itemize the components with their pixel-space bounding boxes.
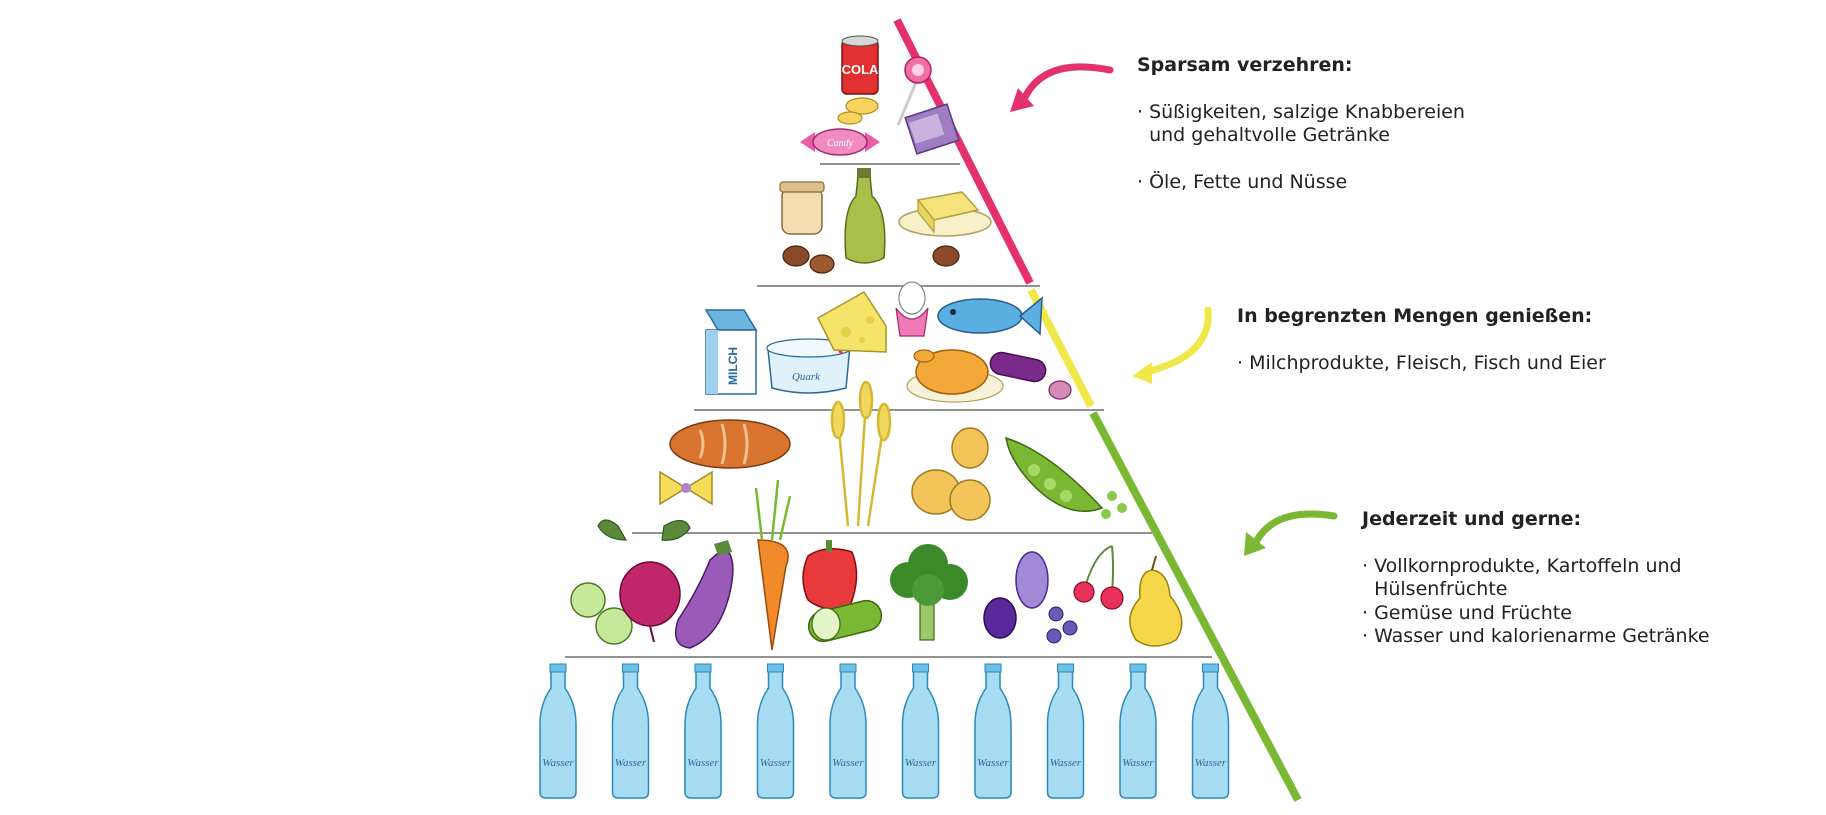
- candy-icon: Candy: [800, 128, 880, 156]
- jar-icon: [779, 181, 825, 235]
- item-sparsam-3: · Öle, Fette und Nüsse: [1137, 170, 1348, 193]
- water-bottle-label: Wasser: [832, 757, 864, 769]
- cucumber-icon: [807, 599, 883, 643]
- potatoes-icon: [911, 427, 991, 521]
- quark-label: Quark: [792, 371, 821, 383]
- item-sparsam-1: · Süßigkeiten, salzige Knabbereien: [1137, 100, 1465, 123]
- tier-1-sweets: COLA Candy: [800, 35, 960, 156]
- tier-5-vegetables-fruits: [570, 479, 1183, 651]
- item-jederzeit-1: · Vollkornprodukte, Kartoffeln und: [1362, 554, 1682, 577]
- beetroot-icon: [597, 519, 691, 643]
- plums-icon: [983, 551, 1049, 639]
- water-bottle-label: Wasser: [1122, 757, 1154, 769]
- blueberries-icon: [1046, 606, 1078, 644]
- cola-label: COLA: [842, 62, 879, 77]
- chicken-icon: [906, 349, 1004, 403]
- cola-can-icon: COLA: [841, 35, 879, 95]
- water-bottle-label: Wasser: [905, 757, 937, 769]
- fish-icon: [937, 296, 1043, 336]
- water-bottle-icon: Wasser: [684, 663, 722, 799]
- water-bottle-icon: Wasser: [539, 663, 577, 799]
- water-bottle-label: Wasser: [977, 757, 1009, 769]
- water-bottle-icon: Wasser: [611, 663, 650, 799]
- milk-label: MILCH: [726, 347, 740, 385]
- water-bottle-label: Wasser: [1195, 757, 1227, 769]
- edge-jederzeit: [1089, 411, 1302, 802]
- water-bottle-icon: Wasser: [1119, 663, 1157, 799]
- eggplant-icon: [675, 540, 734, 649]
- group-sparsam: Sparsam verzehren: · Süßigkeiten, salzig…: [1137, 54, 1465, 194]
- heading-begrenzt: In begrenzten Mengen genießen:: [1237, 305, 1593, 327]
- carrot-icon: [754, 479, 792, 651]
- pasta-icon: [659, 470, 713, 506]
- brussels-sprouts-icon: [570, 582, 633, 645]
- arrow-jederzeit-head: [1244, 532, 1266, 556]
- water-bottle-icon: Wasser: [829, 663, 867, 799]
- heading-sparsam: Sparsam verzehren:: [1137, 54, 1353, 76]
- heading-jederzeit: Jederzeit und gerne:: [1362, 508, 1582, 530]
- cheese-icon: [817, 290, 887, 353]
- wheat-icon: [830, 380, 892, 527]
- pepper-icon: [802, 540, 858, 610]
- water-bottle-icon: Wasser: [901, 663, 940, 799]
- arrow-begrenzt-icon: [1142, 306, 1212, 376]
- broccoli-icon: [890, 544, 968, 641]
- pear-icon: [1129, 555, 1183, 647]
- item-sparsam-gap: [1137, 148, 1465, 171]
- water-bottle-icon: Wasser: [756, 663, 795, 799]
- item-sparsam-2: und gehaltvolle Getränke: [1137, 124, 1390, 146]
- water-bottle-label: Wasser: [1050, 757, 1082, 769]
- arrow-begrenzt-head: [1132, 362, 1152, 384]
- water-bottle-label: Wasser: [615, 757, 647, 769]
- arrow-jederzeit-icon: [1250, 510, 1338, 550]
- group-jederzeit: Jederzeit und gerne: · Vollkornprodukte,…: [1362, 508, 1710, 649]
- arrow-sparsam-icon: [1018, 63, 1114, 108]
- water-bottle-icon: Wasser: [974, 663, 1012, 799]
- nuts-icon: [782, 245, 960, 274]
- item-begrenzt-1: · Milchprodukte, Fleisch, Fisch und Eier: [1237, 351, 1606, 374]
- candy-label: Candy: [827, 138, 854, 149]
- item-jederzeit-4: · Wasser und kalorienarme Getränke: [1362, 625, 1710, 647]
- egg-icon: [895, 281, 929, 337]
- tier-3-dairy-meat: MILCH Quark: [704, 281, 1072, 403]
- water-bottle-icon: Wasser: [1046, 663, 1085, 799]
- item-jederzeit-3: · Gemüse und Früchte: [1362, 601, 1572, 624]
- sausage-icon: [989, 351, 1072, 400]
- chocolate-bar-icon: [904, 103, 960, 155]
- tier-dividers: [565, 163, 1212, 658]
- tier-2-fats: [779, 168, 992, 274]
- oil-bottle-icon: [844, 168, 886, 264]
- tier-4-grains: [659, 380, 1127, 527]
- water-bottle-label: Wasser: [760, 757, 792, 769]
- bread-icon: [669, 419, 791, 469]
- lollipop-icon: [896, 56, 932, 126]
- group-begrenzt: In begrenzten Mengen genießen: · Milchpr…: [1237, 305, 1606, 375]
- peas-icon: [1005, 436, 1127, 519]
- tier-6-water: Wasser Wasser Wasser Wasser Wasser Wasser Wass…: [539, 663, 1230, 799]
- milk-carton-icon: MILCH: [704, 309, 758, 395]
- water-bottle-label: Wasser: [542, 757, 574, 769]
- arrow-sparsam-head: [1010, 88, 1034, 112]
- butter-icon: [898, 191, 992, 237]
- water-bottle-icon: Wasser: [1191, 663, 1230, 799]
- cherries-icon: [1073, 545, 1124, 610]
- item-jederzeit-2: Hülsenfrüchte: [1362, 578, 1508, 600]
- water-bottle-label: Wasser: [687, 757, 719, 769]
- chips-icon: [837, 97, 879, 125]
